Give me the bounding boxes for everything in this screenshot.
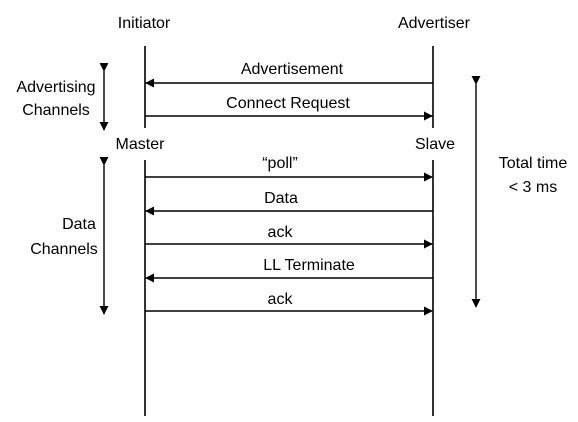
phase-label-line2: Channels xyxy=(30,241,98,258)
phase-advertising-channels: Advertising Channels xyxy=(16,62,109,131)
message-label: ack xyxy=(268,291,294,308)
phase-label-line1: Data xyxy=(62,216,96,233)
phase-label-line2: Channels xyxy=(22,102,90,119)
total-time-label-line1: Total time xyxy=(499,155,568,172)
message-label: LL Terminate xyxy=(263,257,355,274)
message-data: Data xyxy=(145,190,433,216)
message-advertisement: Advertisement xyxy=(145,61,433,88)
message-ack-1: ack xyxy=(145,224,433,249)
message-connect-request: Connect Request xyxy=(145,95,433,121)
phase-data-channels: Data Channels xyxy=(30,156,109,315)
participant-advertiser: Advertiser xyxy=(398,15,471,32)
participant-initiator: Initiator xyxy=(118,15,171,32)
message-label: Data xyxy=(264,190,298,207)
message-label: Connect Request xyxy=(226,95,350,112)
message-poll: “poll” xyxy=(145,155,433,182)
message-ll-terminate: LL Terminate xyxy=(145,257,433,283)
message-ack-2: ack xyxy=(145,291,433,316)
message-label: ack xyxy=(268,224,294,241)
total-time-annotation: Total time < 3 ms xyxy=(471,75,568,308)
participant-slave: Slave xyxy=(415,136,455,153)
phase-label-line1: Advertising xyxy=(16,79,95,96)
message-label: “poll” xyxy=(262,155,298,172)
total-time-label-line2: < 3 ms xyxy=(509,179,557,196)
participant-master: Master xyxy=(116,136,166,153)
message-label: Advertisement xyxy=(241,61,344,78)
